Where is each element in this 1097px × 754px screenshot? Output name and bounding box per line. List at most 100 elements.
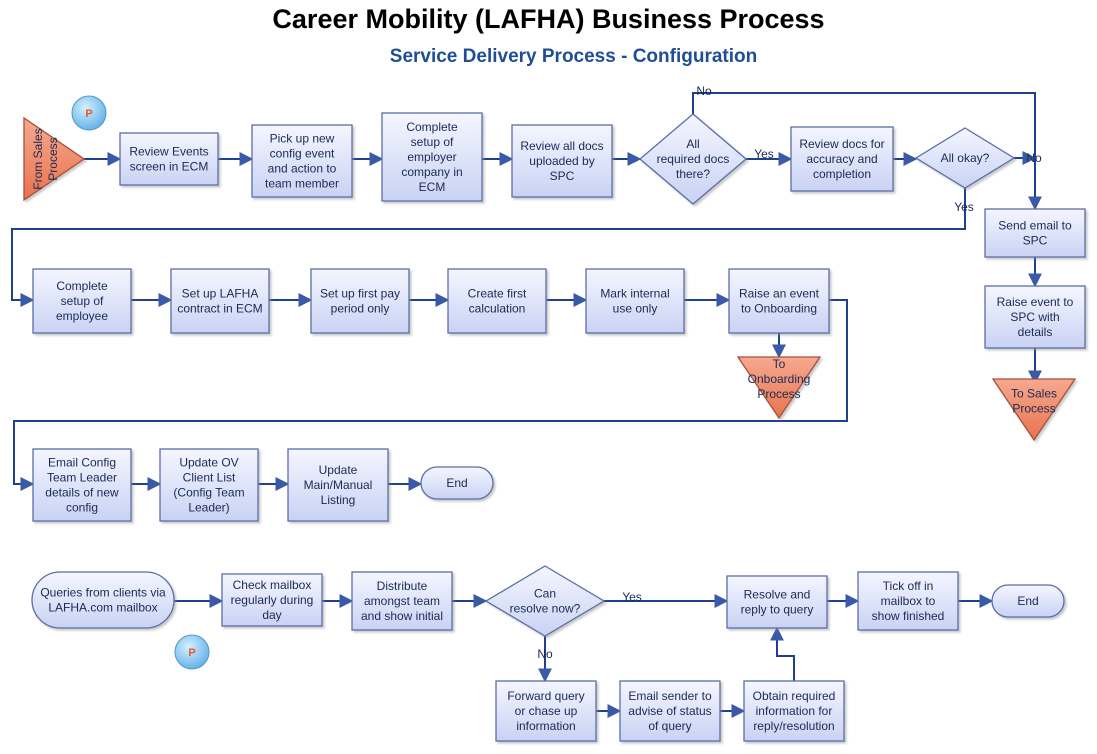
can-resolve-label-line: Can	[534, 587, 556, 601]
from-sales-label: From SalesProcess	[31, 128, 60, 189]
complete-employer-label-line: Complete	[406, 120, 458, 134]
check-mailbox-shape	[221, 573, 323, 627]
pick-up-label-line: team member	[265, 177, 339, 191]
obtain-info-label-line: reply/resolution	[753, 719, 834, 733]
update-main-label-line: Listing	[321, 493, 356, 507]
send-email-shape	[984, 208, 1086, 258]
p-badge-circle	[174, 634, 210, 670]
pick-up-label-line: Pick up new	[270, 132, 335, 146]
tick-off-shape	[857, 571, 959, 631]
setup-lafha-label-line: contract in ECM	[177, 302, 262, 316]
all-okay-shape	[914, 127, 1016, 189]
p-badge-label: P	[188, 647, 195, 659]
can-resolve-shape	[484, 565, 606, 637]
pick-up-shape	[251, 124, 353, 198]
complete-employer-label-line: setup of	[411, 135, 454, 149]
distribute-label-line: and show initial	[361, 609, 443, 623]
to-onboarding-label-line: Process	[757, 387, 800, 401]
complete-employee-label-line: setup of	[61, 294, 104, 308]
raise-spc-label-line: Raise event to	[997, 295, 1074, 309]
from-sales-label-line: Process	[46, 137, 60, 180]
end-1-terminator: End	[420, 466, 494, 500]
raise-onboarding-shape	[728, 268, 830, 334]
review-docs-shape	[511, 124, 613, 198]
review-events-label-line: screen in ECM	[130, 160, 209, 174]
end-1-shape	[420, 466, 494, 500]
all-docs-shape	[638, 113, 748, 205]
update-ov-label-line: Update OV	[179, 456, 238, 470]
check-mailbox-label-line: day	[262, 608, 281, 622]
forward-query-shape	[495, 680, 597, 742]
end-2-label-line: End	[1017, 594, 1038, 608]
all-okay-decision: All okay?	[914, 127, 1016, 189]
p-badge-icon: P	[71, 95, 107, 131]
end-1-label-line: End	[446, 476, 467, 490]
review-events-shape	[119, 132, 219, 186]
mark-internal-shape	[585, 268, 685, 334]
review-docs-label-line: uploaded by	[529, 154, 594, 168]
review-accuracy-label-line: accuracy and	[806, 152, 877, 166]
end-1-label: End	[446, 476, 467, 490]
can-resolve-yes-label: Yes	[622, 590, 642, 604]
page-title: Career Mobility (LAFHA) Business Process	[272, 4, 825, 34]
setup-pay-label-line: period only	[331, 302, 390, 316]
to-onboarding-label-line: To	[773, 357, 786, 371]
complete-employer-label-line: company in	[401, 165, 462, 179]
all-docs-no-label: No	[696, 84, 712, 98]
email-sender-label-line: of query	[648, 719, 691, 733]
review-events-label-line: Review Events	[129, 145, 208, 159]
pick-up-label-line: and action to	[268, 162, 337, 176]
review-accuracy-shape	[790, 126, 894, 192]
to-onboarding-shape	[736, 356, 822, 420]
can-resolve-label-line: resolve now?	[510, 602, 581, 616]
to-sales-shape	[991, 378, 1077, 442]
connector-arrow	[13, 299, 848, 491]
connector-arrow	[770, 626, 795, 681]
update-main-label-line: Update	[319, 463, 358, 477]
to-sales-label-line: Process	[1012, 401, 1055, 415]
create-calc-shape	[447, 268, 547, 334]
resolve-reply-label-line: Resolve and	[744, 588, 811, 602]
raise-onboarding-label-line: Raise an event	[739, 287, 820, 301]
raise-onboarding-label-line: to Onboarding	[741, 302, 817, 316]
all-docs-label-line: All	[686, 137, 699, 151]
complete-employee-label-line: employee	[56, 309, 108, 323]
obtain-info-shape	[743, 680, 845, 742]
p-badge-label: P	[85, 108, 92, 120]
update-main-label-line: Main/Manual	[304, 478, 373, 492]
all-docs-yes-label: Yes	[754, 147, 774, 161]
check-mailbox-label-line: regularly during	[231, 593, 314, 607]
all-docs-label-line: required docs	[657, 152, 730, 166]
complete-employer-shape	[381, 112, 483, 202]
mark-internal-label-line: Mark internal	[600, 287, 669, 301]
tick-off-label-line: mailbox to	[881, 594, 936, 608]
